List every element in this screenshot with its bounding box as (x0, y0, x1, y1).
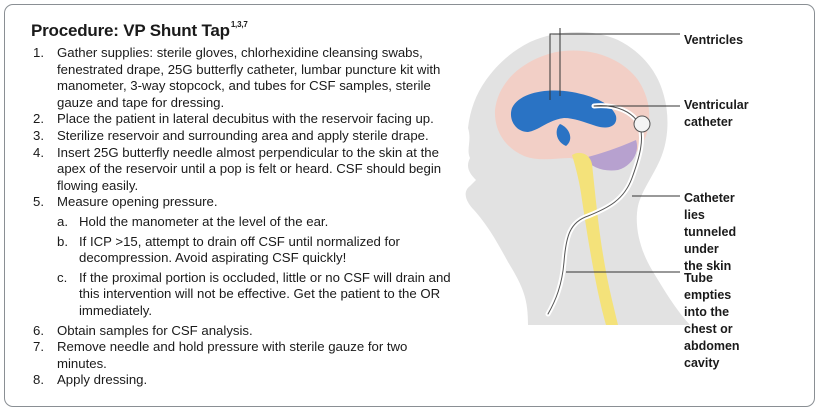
step-text: Apply dressing. (57, 372, 148, 388)
label-line: Tube empties (684, 271, 732, 302)
step-text: Obtain samples for CSF analysis. (57, 322, 253, 338)
title-references: 1,3,7 (230, 20, 248, 29)
label-line: into the chest or (684, 305, 733, 336)
step-number: 8. (33, 372, 44, 388)
step-number: 5. (33, 194, 44, 210)
step-text: Sterilize reservoir and surrounding area… (57, 127, 429, 143)
label-ventricles-text: Ventricles (684, 33, 744, 47)
step-text: Place the patient in lateral decubitus w… (57, 111, 434, 127)
procedure-title: Procedure: VP Shunt Tap1,3,7 (31, 20, 248, 41)
ventricles-shape (510, 90, 617, 146)
label-ventricular-catheter: Ventricular catheter (684, 97, 749, 131)
substep-item: b. If ICP >15, attempt to drain off CSF u… (57, 234, 453, 267)
step-number: 7. (33, 339, 44, 355)
step-item: 3. Sterilize reservoir and surrounding ar… (33, 128, 453, 145)
leader-lines (549, 28, 680, 273)
substep-letter: a. (57, 213, 68, 229)
step-text: Gather supplies: sterile gloves, chlorhe… (57, 45, 441, 110)
reservoir-valve (633, 115, 651, 133)
procedure-card: Procedure: VP Shunt Tap1,3,7 1. Gather su… (4, 4, 815, 407)
procedure-steps: 1. Gather supplies: sterile gloves, chlor… (33, 45, 453, 389)
label-line: Ventricular (684, 98, 749, 112)
label-line: Catheter lies (684, 191, 735, 222)
substep-text: If the proximal portion is occluded, lit… (79, 269, 451, 318)
step-item: 4. Insert 25G butterfly needle almost per… (33, 145, 453, 195)
substep-item: c. If the proximal portion is occluded, l… (57, 270, 453, 320)
vp-shunt-illustration (465, 28, 690, 326)
step-item: 2. Place the patient in lateral decubitus… (33, 111, 453, 128)
step-item: 5. Measure opening pressure. a. Hold the m… (33, 194, 453, 319)
step-item: 7. Remove needle and hold pressure with s… (33, 339, 453, 372)
step-text: Insert 25G butterfly needle almost perpe… (57, 144, 442, 193)
label-tube-empties: Tube empties into the chest or abdomen c… (684, 270, 740, 372)
step-item: 6. Obtain samples for CSF analysis. (33, 323, 453, 340)
label-line: abdomen cavity (684, 339, 740, 370)
label-catheter-tunneled: Catheter lies tunneled under the skin (684, 190, 736, 275)
spinal-cord (572, 152, 618, 325)
procedure-title-text: Procedure: VP Shunt Tap (31, 21, 230, 40)
step-text: Remove needle and hold pressure with ste… (57, 339, 408, 371)
label-line: the skin (684, 259, 732, 273)
step-text: Measure opening pressure. (57, 194, 218, 210)
substep-item: a. Hold the manometer at the level of the… (57, 214, 453, 231)
step-number: 1. (33, 45, 44, 60)
label-ventricles: Ventricles (684, 32, 743, 49)
substeps: a. Hold the manometer at the level of the… (57, 214, 453, 320)
substep-letter: c. (57, 269, 68, 285)
substep-text: If ICP >15, attempt to drain off CSF unt… (79, 233, 400, 266)
brainstem (584, 140, 638, 171)
label-line: tunneled under (684, 225, 737, 256)
step-item: 1. Gather supplies: sterile gloves, chlor… (33, 45, 453, 111)
step-number: 2. (33, 111, 44, 127)
substep-letter: b. (57, 233, 68, 249)
step-number: 6. (33, 322, 44, 338)
step-number: 3. (33, 127, 44, 143)
step-number: 4. (33, 144, 44, 160)
substep-text: Hold the manometer at the level of the e… (79, 213, 329, 229)
label-line: catheter (684, 115, 733, 129)
step-item: 8. Apply dressing. (33, 372, 453, 389)
